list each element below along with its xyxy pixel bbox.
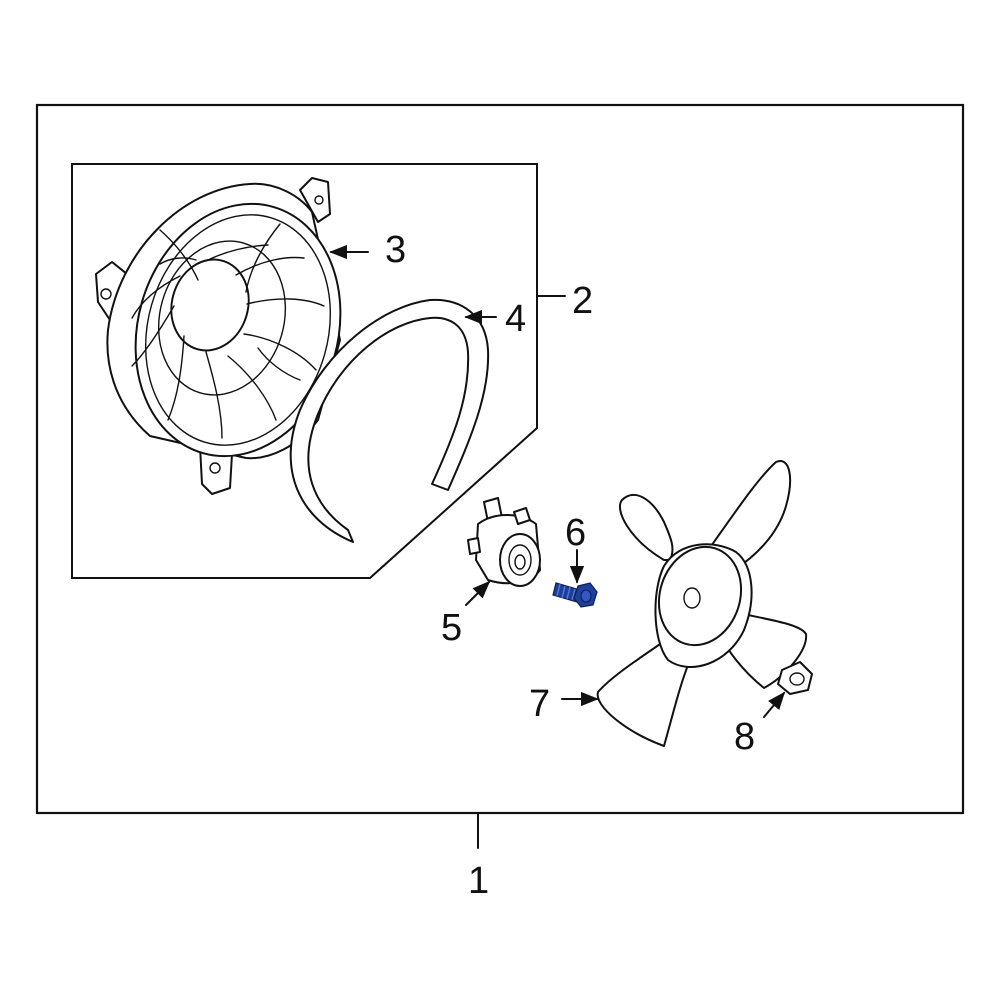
fan-blade[interactable]: [596, 460, 808, 747]
seal-strip[interactable]: [289, 298, 490, 543]
callout-5-leader: [465, 580, 491, 606]
callout-8-leader: [763, 691, 786, 718]
fan-shroud[interactable]: [95, 177, 369, 495]
callout-1[interactable]: 1: [468, 860, 489, 902]
callout-2[interactable]: 2: [572, 280, 593, 322]
nut[interactable]: [777, 661, 813, 695]
callout-8[interactable]: 8: [734, 716, 755, 758]
shroud-subassembly-frame: [71, 163, 538, 579]
callout-6[interactable]: 6: [565, 512, 586, 554]
bolt[interactable]: [552, 582, 598, 608]
callout-7[interactable]: 7: [529, 683, 550, 725]
callout-5[interactable]: 5: [441, 607, 462, 649]
callout-3[interactable]: 3: [385, 229, 406, 271]
callout-4[interactable]: 4: [505, 298, 526, 340]
fan-motor[interactable]: [467, 497, 541, 587]
assembly-frame: [35, 103, 965, 815]
